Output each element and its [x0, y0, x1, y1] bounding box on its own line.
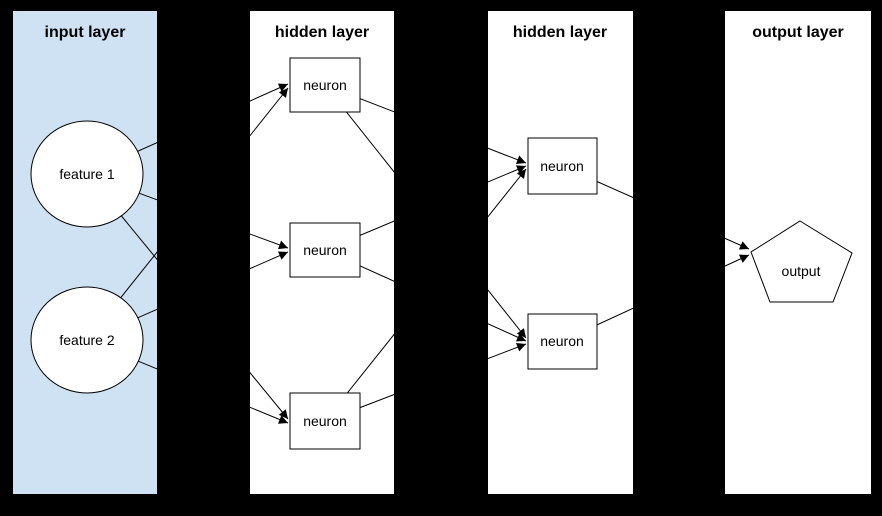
hidden-layer-2-panel	[488, 11, 633, 494]
h1-neuron-1-box	[289, 57, 361, 113]
edge-h1neuron3-h2neuron1	[324, 168, 527, 422]
h1-neuron-2-box	[289, 222, 361, 278]
node-h2-neuron-1: neuron	[527, 137, 598, 195]
edge-h1neuron1-h2neuron2	[324, 84, 527, 339]
feature-1-label: feature 1	[59, 166, 114, 182]
h1-neuron-3-label: neuron	[303, 413, 347, 429]
node-feature-2: feature 2	[30, 286, 144, 394]
h1-neuron-3-box	[289, 392, 361, 450]
h2-neuron-1-label: neuron	[540, 158, 584, 174]
node-h2-neuron-2: neuron	[527, 313, 598, 370]
h2-neuron-1-box	[527, 137, 598, 195]
input-layer-panel	[13, 11, 157, 494]
feature-1-circle	[30, 120, 144, 228]
output-layer-title: output layer	[752, 24, 844, 41]
node-feature-1: feature 1	[30, 120, 144, 228]
hidden-layer-2-title: hidden layer	[513, 24, 607, 41]
node-h1-neuron-1: neuron	[289, 57, 361, 113]
h2-neuron-2-label: neuron	[540, 333, 584, 349]
h2-neuron-2-box	[527, 313, 598, 370]
output-label: output	[782, 263, 821, 279]
h1-neuron-1-label: neuron	[303, 77, 347, 93]
output-pentagon	[750, 220, 853, 303]
node-h1-neuron-2: neuron	[289, 222, 361, 278]
input-layer-title: input layer	[45, 24, 126, 41]
node-output: output	[750, 220, 853, 303]
feature-2-label: feature 2	[59, 332, 114, 348]
h1-neuron-2-label: neuron	[303, 242, 347, 258]
hidden-layer-1-title: hidden layer	[275, 24, 369, 41]
feature-2-circle	[30, 286, 144, 394]
node-h1-neuron-3: neuron	[289, 392, 361, 450]
